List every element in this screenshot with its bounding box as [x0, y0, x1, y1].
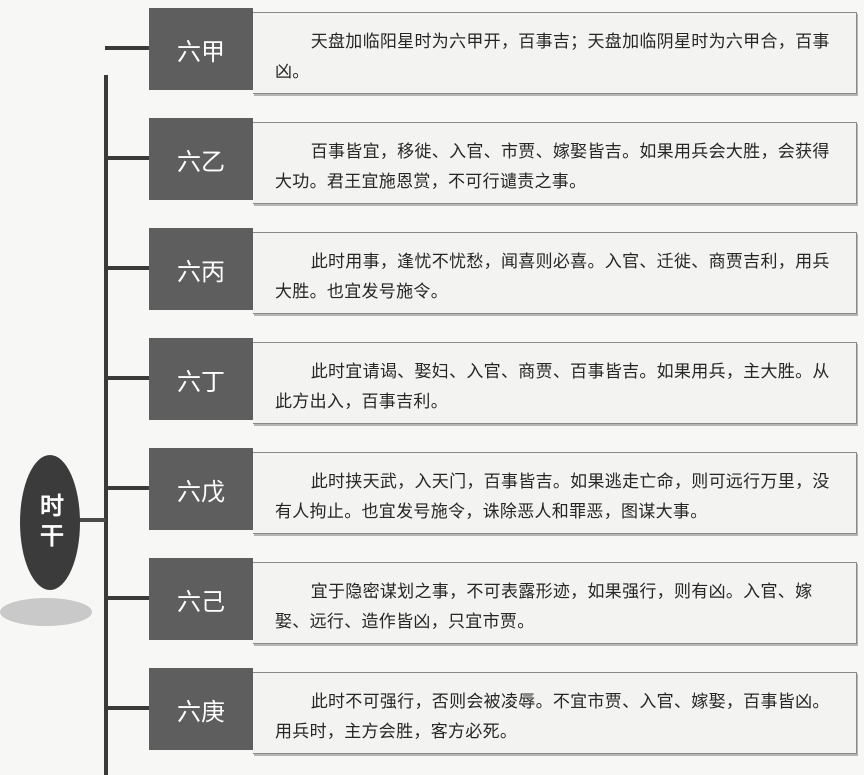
- branch-description: 宜于隐密谋划之事，不可表露形迹，如果强行，则有凶。入官、嫁娶、远行、造作皆凶，只…: [253, 562, 857, 644]
- branch-item: 六己 宜于隐密谋划之事，不可表露形迹，如果强行，则有凶。入官、嫁娶、远行、造作皆…: [105, 558, 857, 644]
- branch-connector: [105, 46, 150, 50]
- branch-item: 六丁 此时宜请谒、娶妇、入官、商贾、百事皆吉。如果用兵，主大胜。从此方出入，百事…: [105, 338, 857, 424]
- branch-label: 六乙: [149, 118, 253, 200]
- branch-connector: [105, 156, 150, 160]
- branch-item: 六甲 天盘加临阳星时为六甲开，百事吉；天盘加临阴星时为六甲合，百事凶。: [105, 8, 857, 94]
- branch-label: 六甲: [149, 8, 253, 90]
- branch-label: 六庚: [149, 668, 253, 750]
- root-connector: [78, 518, 106, 522]
- branch-connector: [105, 486, 150, 490]
- branch-label: 六戊: [149, 448, 253, 530]
- branch-description: 此时宜请谒、娶妇、入官、商贾、百事皆吉。如果用兵，主大胜。从此方出入，百事吉利。: [253, 342, 857, 424]
- trunk-line: [104, 75, 108, 775]
- branch-item: 六乙 百事皆宜，移徙、入官、市贾、嫁娶皆吉。如果用兵会大胜，会获得大功。君王宜施…: [105, 118, 857, 204]
- branch-description: 此时用事，逢忧不忧愁，闻喜则必喜。入官、迁徙、商贾吉利，用兵大胜。也宜发号施令。: [253, 232, 857, 314]
- branch-connector: [105, 596, 150, 600]
- branch-item: 六丙 此时用事，逢忧不忧愁，闻喜则必喜。入官、迁徙、商贾吉利，用兵大胜。也宜发号…: [105, 228, 857, 314]
- branch-connector: [105, 706, 150, 710]
- branch-description: 此时不可强行，否则会被凌辱。不宜市贾、入官、嫁娶，百事皆凶。用兵时，主方会胜，客…: [253, 672, 857, 754]
- branch-description: 天盘加临阳星时为六甲开，百事吉；天盘加临阴星时为六甲合，百事凶。: [253, 12, 857, 94]
- branch-connector: [105, 376, 150, 380]
- branch-connector: [105, 266, 150, 270]
- root-shadow: [0, 598, 92, 626]
- branch-item: 六庚 此时不可强行，否则会被凌辱。不宜市贾、入官、嫁娶，百事皆凶。用兵时，主方会…: [105, 668, 857, 754]
- branch-description: 百事皆宜，移徙、入官、市贾、嫁娶皆吉。如果用兵会大胜，会获得大功。君王宜施恩赏，…: [253, 122, 857, 204]
- root-node: 时干: [20, 455, 80, 590]
- branch-label: 六丁: [149, 338, 253, 420]
- branch-label: 六丙: [149, 228, 253, 310]
- branch-label: 六己: [149, 558, 253, 640]
- branch-description: 此时挟天武，入天门，百事皆吉。如果逃走亡命，则可远行万里，没有人拘止。也宜发号施…: [253, 452, 857, 534]
- branch-item: 六戊 此时挟天武，入天门，百事皆吉。如果逃走亡命，则可远行万里，没有人拘止。也宜…: [105, 448, 857, 534]
